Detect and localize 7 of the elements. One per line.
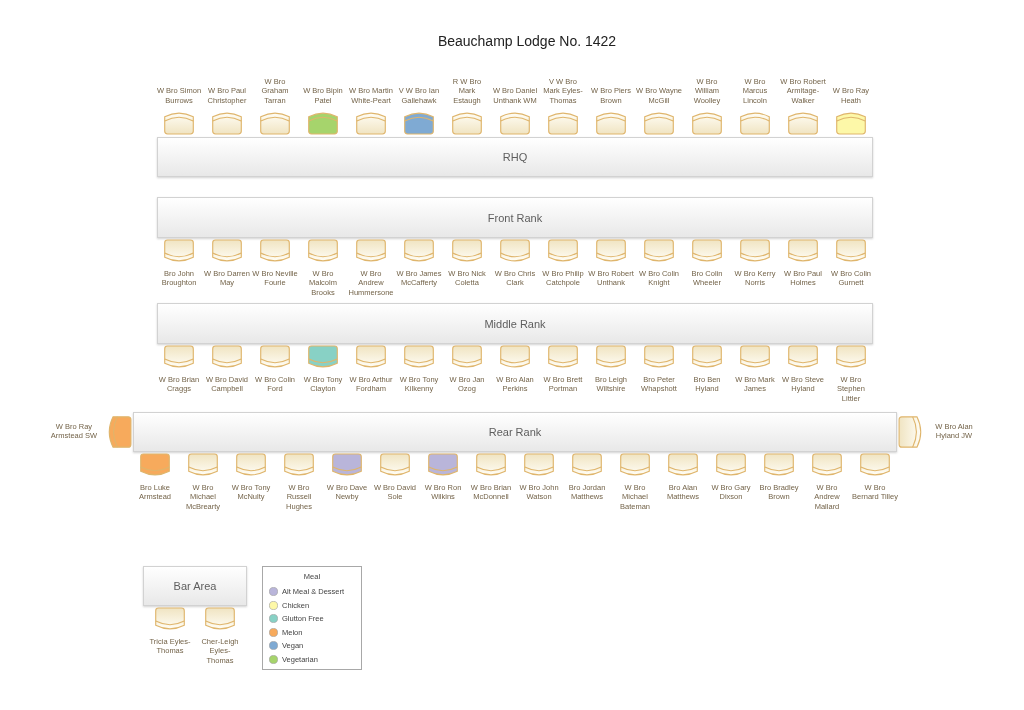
page-title: Beauchamp Lodge No. 1422 xyxy=(437,33,617,49)
table-label: Bar Area xyxy=(173,580,217,592)
table-label: RHQ xyxy=(502,151,528,163)
table-label: Rear Rank xyxy=(488,426,542,438)
table xyxy=(157,137,873,177)
table-label: Front Rank xyxy=(487,211,543,224)
table-label: Middle Rank xyxy=(484,317,546,330)
